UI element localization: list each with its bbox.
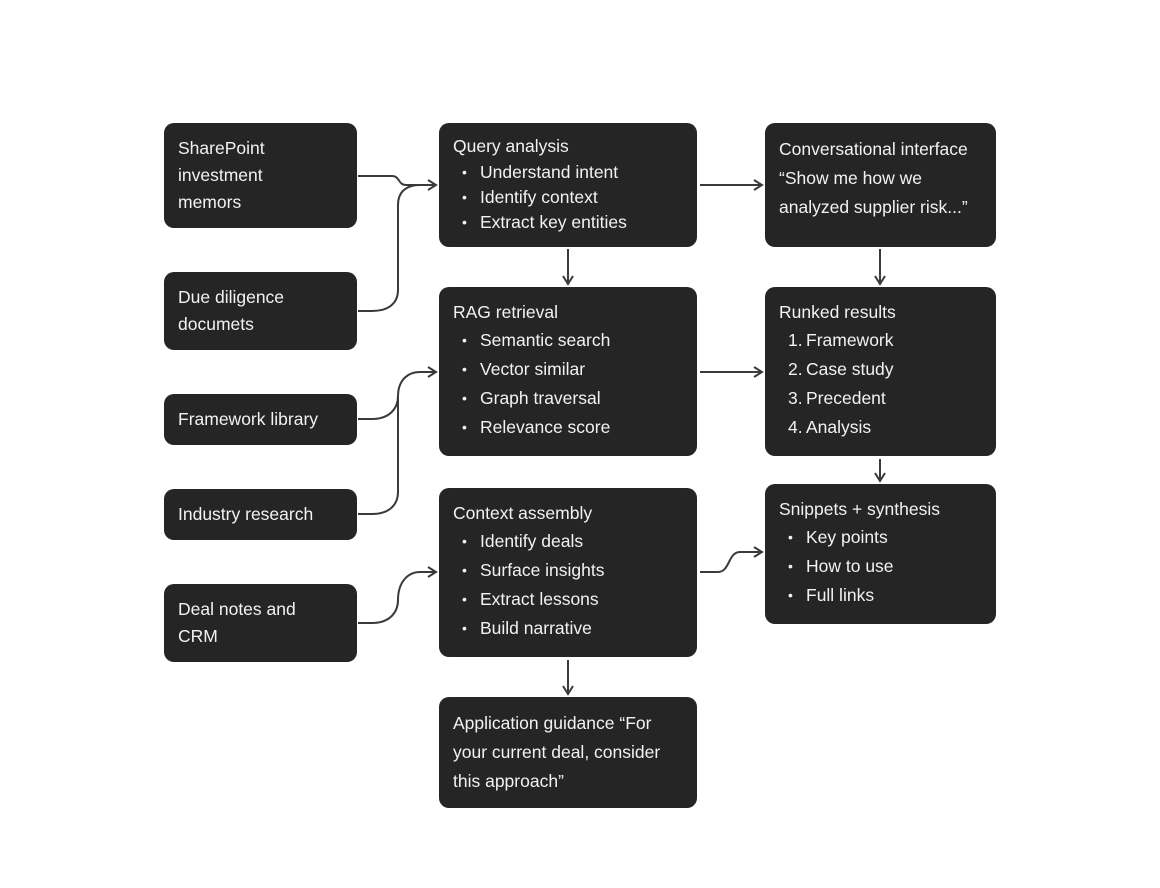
source-industry-research: Industry research (164, 489, 357, 540)
rag-retrieval-box: RAG retrieval Semantic search Vector sim… (439, 287, 697, 456)
context-assembly-list: Identify deals Surface insights Extract … (453, 527, 685, 643)
rank-number: 1. (788, 330, 803, 350)
source-label: Industry research (178, 504, 314, 524)
list-item: Extract lessons (453, 585, 685, 614)
list-item: Graph traversal (453, 384, 685, 413)
source-due-diligence: Due diligence documets (164, 272, 357, 350)
rank-number: 4. (788, 417, 803, 437)
query-analysis-title: Query analysis (453, 136, 569, 156)
list-item: Build narrative (453, 614, 685, 643)
ranked-results-box: Runked results 1.Framework 2.Case study … (765, 287, 996, 456)
list-item: 2.Case study (779, 355, 984, 384)
connector-sharepoint-to-query (358, 175, 438, 191)
ranked-results-title: Runked results (779, 302, 896, 322)
source-label: Deal notes and CRM (178, 599, 296, 646)
list-item: Full links (779, 581, 984, 610)
source-label: Framework library (178, 409, 319, 429)
connector-industry-to-rag (358, 398, 399, 515)
connector-duediligence-to-query (358, 184, 421, 312)
list-item: Identify deals (453, 527, 685, 556)
source-deal-notes: Deal notes and CRM (164, 584, 357, 662)
rag-retrieval-title: RAG retrieval (453, 302, 559, 322)
list-item: Semantic search (453, 326, 685, 355)
application-guidance-text: Application guidance “For your current d… (453, 713, 661, 791)
list-item: Extract key entities (453, 210, 685, 235)
rank-label: Precedent (806, 388, 886, 408)
list-item: 3.Precedent (779, 384, 984, 413)
source-label: SharePoint investment memors (178, 138, 265, 212)
query-analysis-box: Query analysis Understand intent Identif… (439, 123, 697, 247)
list-item: Relevance score (453, 413, 685, 442)
application-guidance-box: Application guidance “For your current d… (439, 697, 697, 808)
ranked-results-list: 1.Framework 2.Case study 3.Precedent 4.A… (779, 326, 984, 442)
snippets-synthesis-title: Snippets + synthesis (779, 499, 940, 519)
query-analysis-list: Understand intent Identify context Extra… (453, 160, 685, 235)
rank-number: 2. (788, 359, 803, 379)
source-label: Due diligence documets (178, 287, 285, 334)
snippets-synthesis-list: Key points How to use Full links (779, 523, 984, 610)
conversational-interface-quote: “Show me how we analyzed supplier risk..… (779, 168, 968, 217)
list-item: Surface insights (453, 556, 685, 585)
list-item: Vector similar (453, 355, 685, 384)
conversational-interface-title: Conversational interface (779, 139, 968, 159)
list-item: 4.Analysis (779, 413, 984, 442)
snippets-synthesis-box: Snippets + synthesis Key points How to u… (765, 484, 996, 624)
context-assembly-title: Context assembly (453, 503, 593, 523)
list-item: How to use (779, 552, 984, 581)
connector-dealnotes-to-context (358, 566, 438, 624)
list-item: Identify context (453, 185, 685, 210)
conversational-interface-box: Conversational interface “Show me how we… (765, 123, 996, 247)
list-item: Understand intent (453, 160, 685, 185)
list-item: Key points (779, 523, 984, 552)
source-framework-library: Framework library (164, 394, 357, 445)
connector-context-to-snippets (700, 546, 764, 573)
rank-label: Analysis (806, 417, 872, 437)
rank-label: Framework (806, 330, 894, 350)
list-item: 1.Framework (779, 326, 984, 355)
context-assembly-box: Context assembly Identify deals Surface … (439, 488, 697, 657)
connector-framework-to-rag (358, 366, 438, 420)
rank-label: Case study (806, 359, 894, 379)
rag-retrieval-list: Semantic search Vector similar Graph tra… (453, 326, 685, 442)
source-sharepoint: SharePoint investment memors (164, 123, 357, 228)
rank-number: 3. (788, 388, 803, 408)
